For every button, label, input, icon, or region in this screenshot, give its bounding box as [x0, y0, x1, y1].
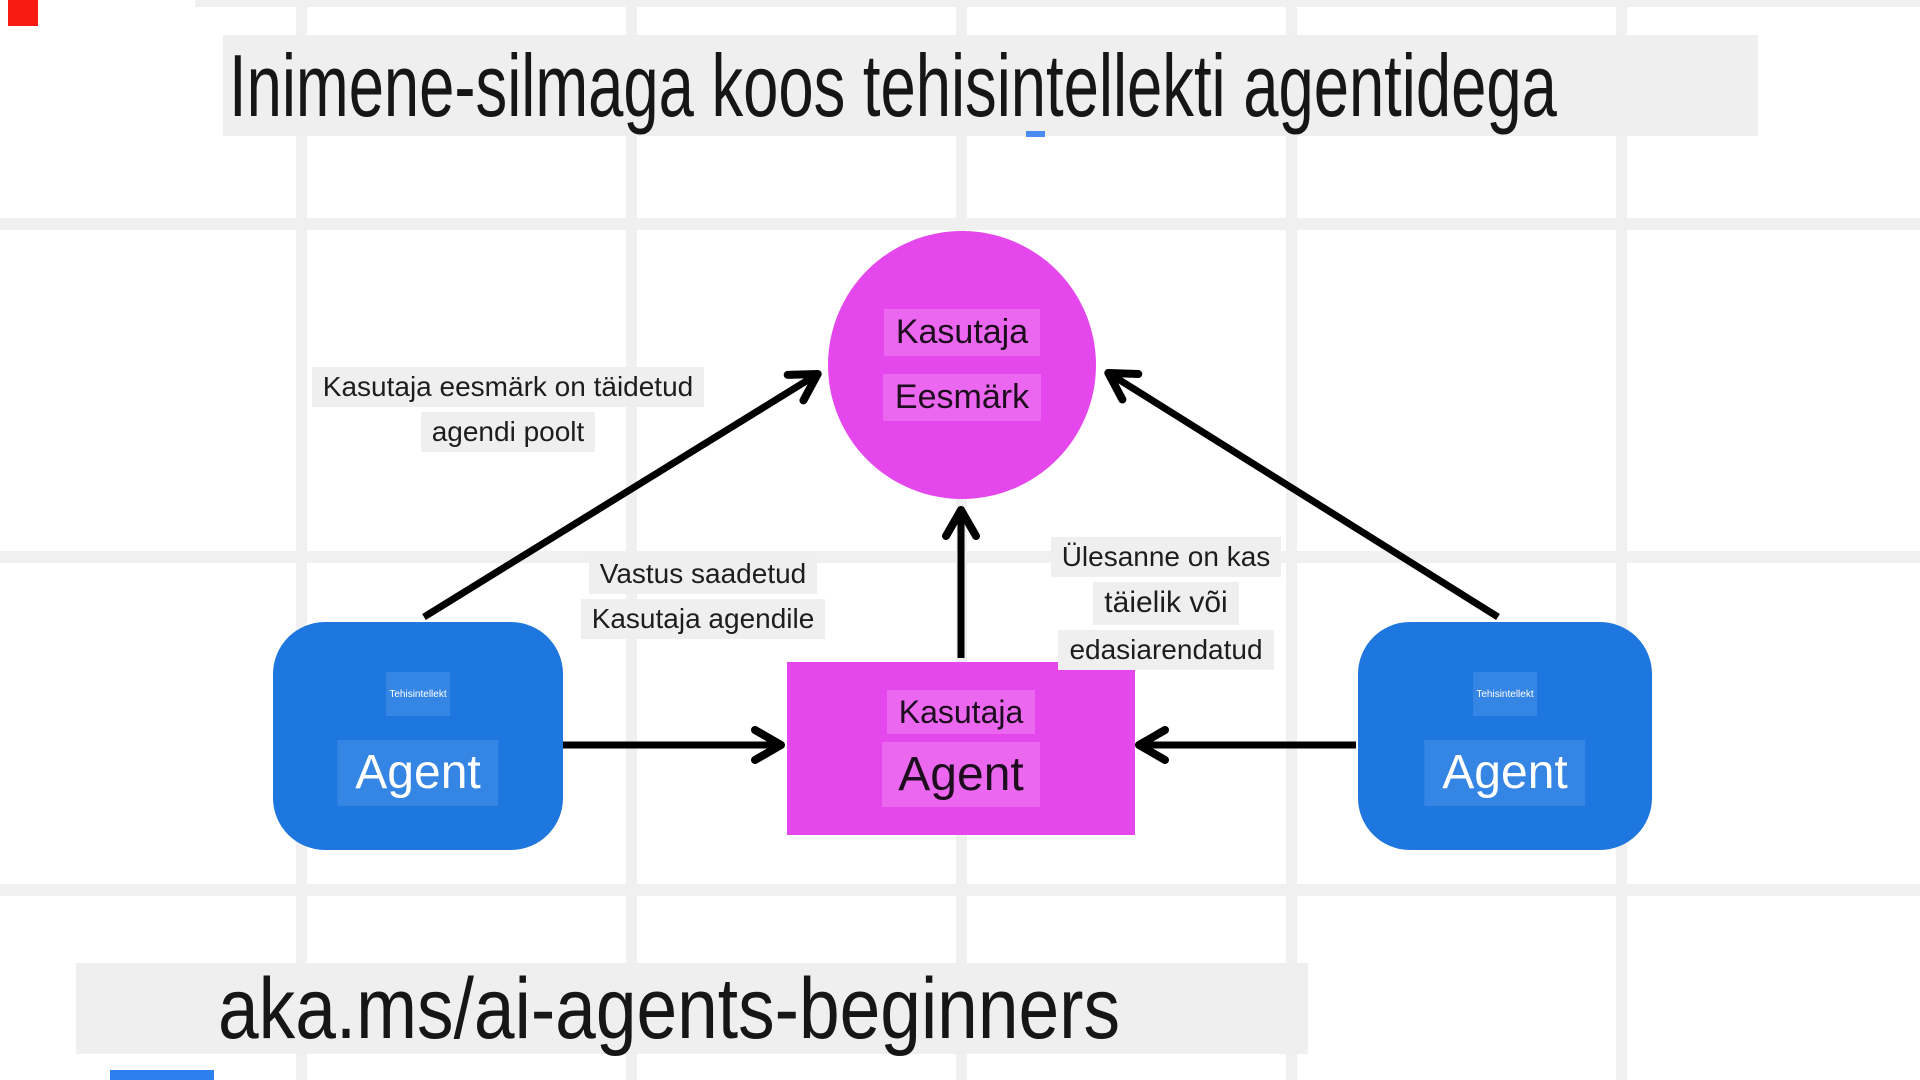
label-task-status-line3: edasiarendatud	[1058, 629, 1274, 670]
ai-agent-right-subtitle: Tehisintellekt	[1473, 672, 1537, 716]
ai-agent-left-title: Agent	[337, 740, 499, 806]
user-agent-box-line1: Kasutaja	[886, 689, 1036, 735]
label-response-sent: Vastus saadetud Kasutaja agendile	[572, 554, 834, 640]
label-response-sent-line1: Vastus saadetud	[588, 554, 818, 595]
label-task-status-line1: Ülesanne on kas	[1050, 537, 1282, 578]
ai-agent-left-subtitle: Tehisintellekt	[386, 672, 450, 716]
ai-agent-box-right: Tehisintellekt Agent	[1358, 622, 1652, 850]
user-agent-box-line2: Agent	[882, 742, 1040, 808]
page-title: Inimene-silmaga koos tehisintellekti age…	[229, 35, 1557, 135]
red-corner-mark	[8, 0, 38, 26]
label-goal-fulfilled-line2: agendi poolt	[420, 412, 596, 453]
ai-agent-right-title: Agent	[1424, 740, 1586, 806]
top-grid-strip	[195, 0, 1920, 7]
ai-agent-box-left: Tehisintellekt Agent	[273, 622, 563, 850]
label-goal-fulfilled: Kasutaja eesmärk on täidetud agendi pool…	[311, 367, 705, 453]
blue-bottom-strip	[110, 1070, 214, 1080]
footer-band: aka.ms/ai-agents-beginners	[76, 963, 1308, 1054]
goal-circle-line2: Eesmärk	[882, 374, 1042, 422]
title-band: Inimene-silmaga koos tehisintellekti age…	[223, 35, 1758, 136]
goal-circle-line1: Kasutaja	[883, 308, 1041, 356]
user-agent-box: Kasutaja Agent	[787, 662, 1135, 835]
footer-link: aka.ms/ai-agents-beginners	[218, 960, 1121, 1057]
user-goal-circle: Kasutaja Eesmärk	[828, 231, 1096, 499]
label-goal-fulfilled-line1: Kasutaja eesmärk on täidetud	[311, 367, 705, 408]
label-task-status: Ülesanne on kas täielik või edasiarendat…	[1050, 537, 1282, 670]
blue-cursor-dash	[1026, 131, 1045, 137]
label-task-status-line2: täielik või	[1093, 582, 1239, 625]
label-response-sent-line2: Kasutaja agendile	[580, 599, 826, 640]
